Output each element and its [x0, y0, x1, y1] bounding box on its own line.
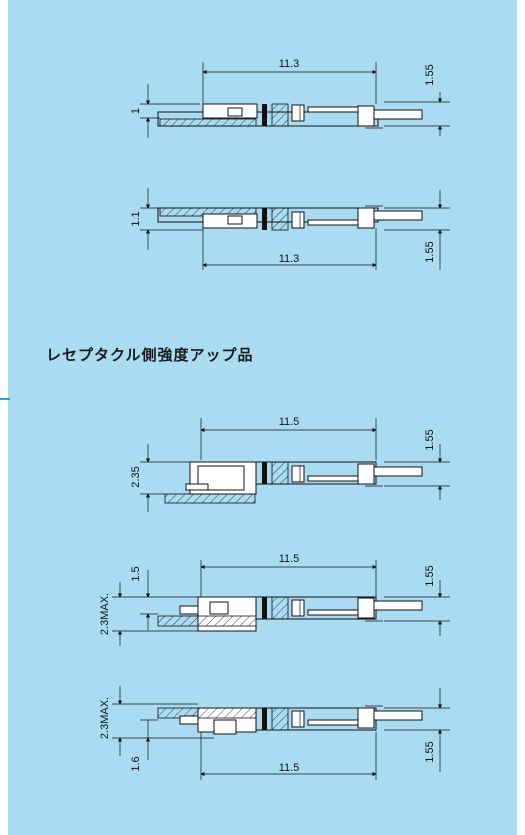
figure-4: 11.5 1.55 1.5 2.3MAX. — [99, 553, 450, 646]
left-top-dimension: 1.5 — [130, 566, 142, 581]
width-dimension: 11.3 — [279, 253, 300, 265]
figure-3: 11.5 1.55 2.35 — [130, 416, 450, 512]
figure-2: 11.3 1.55 1.1 — [130, 188, 450, 270]
figure-panel — [8, 0, 517, 835]
left-dimension: 1.6 — [130, 756, 142, 771]
right-dimension: 1.55 — [424, 241, 436, 262]
width-dimension: 11.5 — [279, 762, 300, 774]
left-dimension: 1.1 — [130, 211, 142, 226]
width-dimension: 11.5 — [279, 416, 300, 428]
width-dimension: 11.5 — [279, 553, 300, 565]
left-dimension: 1 — [130, 108, 142, 114]
left-dimension: 2.35 — [130, 466, 142, 487]
section-heading: レセプタクル側強度アップ品 — [46, 346, 254, 364]
right-dimension: 1.55 — [424, 565, 436, 586]
left-top-dimension: 2.3MAX. — [99, 697, 111, 739]
figure-5: 11.5 1.55 2.3MAX. 1.6 — [99, 686, 450, 780]
right-dimension: 1.55 — [424, 741, 436, 762]
edge-marker — [0, 398, 10, 400]
figure-1: 11.3 1.55 1 — [130, 58, 450, 138]
right-dimension: 1.55 — [424, 64, 436, 85]
width-dimension: 11.3 — [279, 58, 300, 70]
right-dimension: 1.55 — [424, 429, 436, 450]
left-dimension: 2.3MAX. — [99, 593, 111, 635]
